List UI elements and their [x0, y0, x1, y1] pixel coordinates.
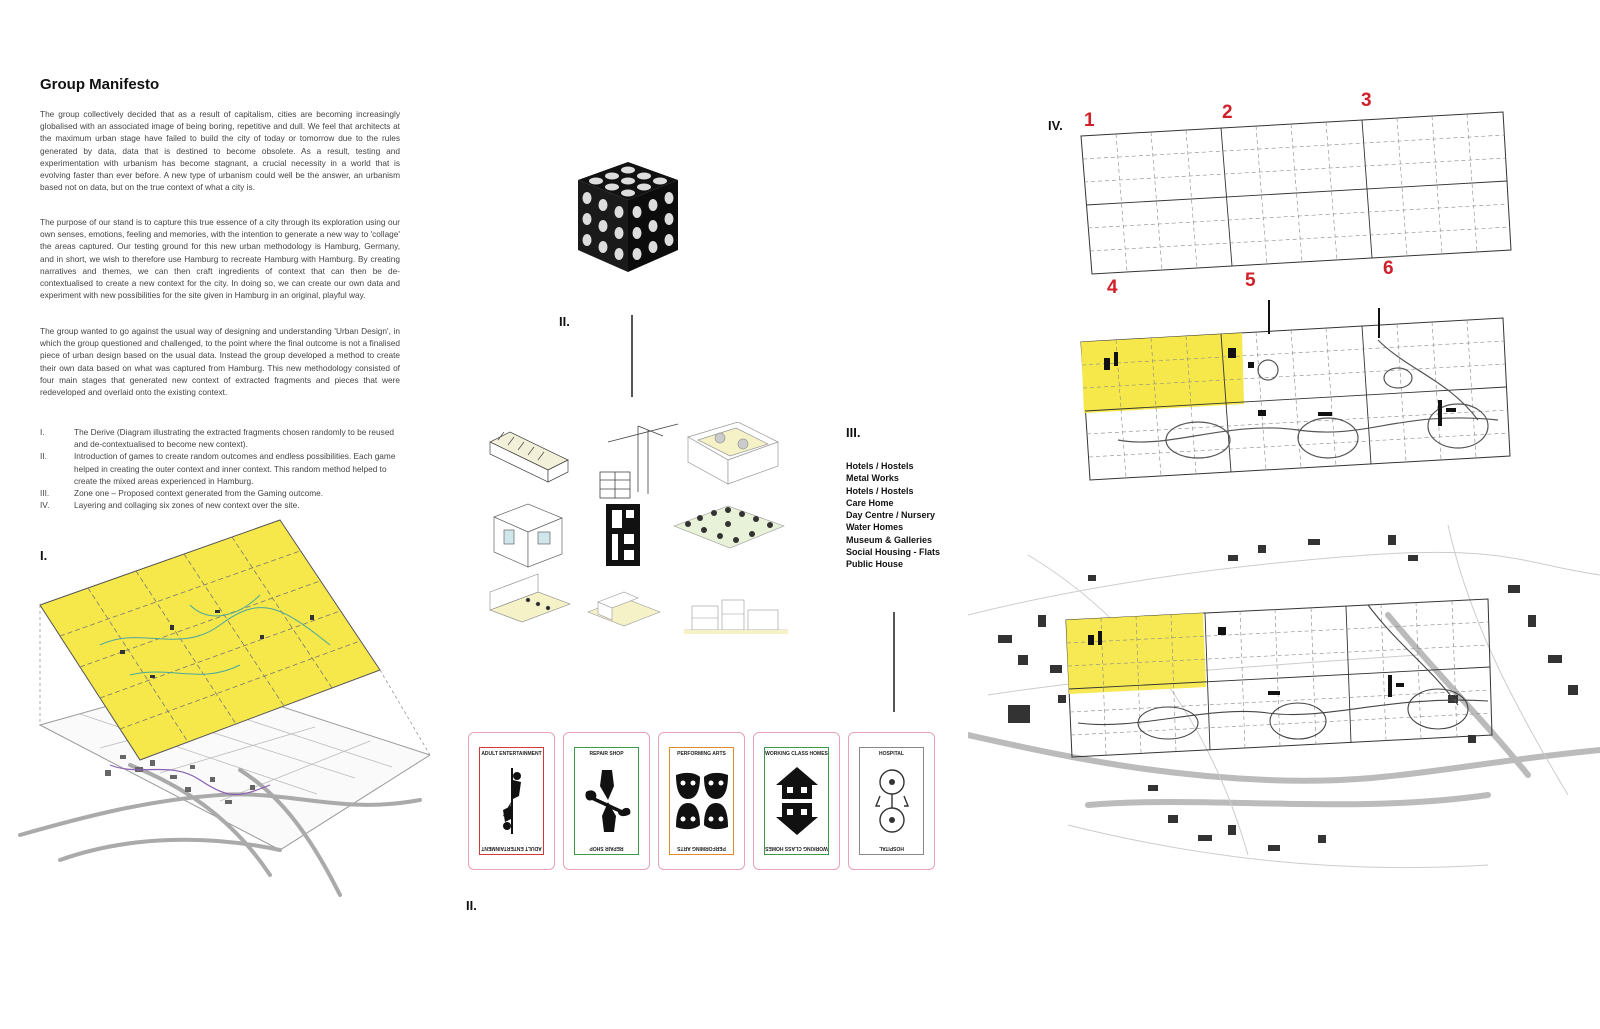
fragment-warehouse [489, 431, 569, 483]
zone-number-2: 2 [1222, 102, 1233, 123]
fragment-block [587, 591, 661, 627]
card-title-flipped: ADULT ENTERTAINMENT [481, 845, 542, 851]
dice-cube-icon [578, 162, 678, 272]
zone-program-item: Water Homes [846, 522, 904, 533]
card-frame: ADULT ENTERTAINMENT ADULT ENTERTAINMENT [479, 747, 544, 855]
zone-number-6: 6 [1383, 258, 1394, 279]
game-card-hospital: HOSPITAL HOSPITAL [848, 732, 935, 870]
game-card-repair-shop: REPAIR SHOP REPAIR SHOP [563, 732, 650, 870]
card-title-flipped: HOSPITAL [879, 845, 904, 851]
manifesto-paragraph-3: The group wanted to go against the usual… [40, 326, 400, 398]
site-zone-grid [1065, 598, 1493, 758]
connector-line-bottom [893, 612, 895, 712]
zone-overlay-icons [1104, 300, 1456, 426]
fragment-elevation [684, 599, 788, 634]
fragment-row-houses [489, 573, 571, 623]
zone-fragments [120, 610, 314, 678]
zone-number-1: 1 [1084, 110, 1095, 131]
card-frame: HOSPITAL HOSPITAL [859, 747, 924, 855]
zone-route-lines [99, 594, 331, 676]
zone-program-item: Care Home [846, 497, 894, 508]
fragment-grid [489, 422, 788, 634]
stage-item: IV.Layering and collaging six zones of n… [40, 500, 300, 511]
wrench-hands-icon [584, 770, 630, 832]
site-zone-one-highlight [1066, 613, 1206, 694]
pole-dancer-icon [502, 768, 521, 834]
stage-item: II.Introduction of games to create rando… [40, 451, 396, 486]
base-map-route [109, 764, 271, 796]
fragment-crane [599, 423, 679, 499]
house-icon [775, 767, 818, 835]
connector-line-top [631, 315, 633, 397]
zone-one-highlight [1081, 333, 1244, 413]
base-map-roads [18, 763, 422, 897]
site-map-overlay [968, 524, 1600, 869]
zone-program-item: Museum & Galleries [846, 534, 933, 545]
card-title-flipped: REPAIR SHOP [589, 845, 624, 851]
zone-program-item: Day Centre / Nursery [846, 510, 936, 521]
section-label-two-top: II. [559, 314, 570, 329]
game-card-working-class-homes: WORKING CLASS HOMES WORKING CLASS HOMES [753, 732, 840, 870]
card-title: PERFORMING ARTS [677, 751, 726, 757]
zone-program-item: Public House [846, 559, 904, 570]
section-label-three: III. [846, 425, 861, 440]
card-title: HOSPITAL [879, 751, 904, 757]
stage-item: I.The Derive (Diagram illustrating the e… [40, 427, 395, 450]
zone-number-3: 3 [1361, 90, 1372, 111]
hospital-icon [874, 769, 909, 833]
zone-number-4: 4 [1107, 277, 1118, 298]
card-frame: WORKING CLASS HOMES WORKING CLASS HOMES [764, 747, 829, 855]
section-label-two-bottom: II. [466, 898, 477, 913]
stage-item: III.Zone one – Proposed context generate… [40, 488, 324, 499]
page-title: Group Manifesto [40, 76, 160, 93]
site-map-water [968, 612, 1600, 808]
card-title-flipped: PERFORMING ARTS [677, 845, 726, 851]
card-title: WORKING CLASS HOMES [765, 751, 828, 757]
cube-top-dots [589, 166, 667, 197]
stage-list: I.The Derive (Diagram illustrating the e… [40, 426, 400, 511]
card-title-flipped: WORKING CLASS HOMES [765, 845, 828, 851]
fragment-park [673, 505, 785, 549]
zone-grid-empty [1080, 111, 1512, 275]
card-title: REPAIR SHOP [589, 751, 624, 757]
card-title: ADULT ENTERTAINMENT [481, 751, 542, 757]
cube-left-dots [582, 192, 624, 260]
zone-program-item: Metal Works [846, 473, 899, 484]
card-frame: REPAIR SHOP REPAIR SHOP [574, 747, 639, 855]
fragment-courtyard [687, 422, 779, 485]
zone-program-item: Hotels / Hostels [846, 461, 914, 471]
game-card-adult-entertainment: ADULT ENTERTAINMENT ADULT ENTERTAINMENT [468, 732, 555, 870]
zone-grid-minor-lines [1082, 113, 1511, 273]
theatre-masks-icon [675, 772, 728, 830]
card-frame: PERFORMING ARTS PERFORMING ARTS [669, 747, 734, 855]
zone-program-item: Hotels / Hostels [846, 485, 914, 496]
zone-program-item: Social Housing - Flats [846, 547, 941, 558]
fragment-house-section [493, 503, 563, 568]
site-zone-routes [1077, 604, 1489, 740]
section-label-four: IV. [1048, 118, 1063, 133]
site-map-buildings [998, 535, 1578, 851]
zone-number-5: 5 [1245, 270, 1256, 291]
zone-grid-with-zone-one [1080, 300, 1511, 481]
fragment-plan-icon [606, 504, 640, 566]
isometric-map-diagram [18, 519, 430, 897]
section-label-one: I. [40, 548, 48, 563]
zone-overlay-routes [1117, 339, 1499, 459]
zone-program-list: Hotels / Hostels Metal Works Hotels / Ho… [846, 460, 940, 571]
manifesto-paragraph-2: The purpose of our stand is to capture t… [40, 217, 400, 301]
game-card-performing-arts: PERFORMING ARTS PERFORMING ARTS [658, 732, 745, 870]
manifesto-paragraph-1: The group collectively decided that as a… [40, 109, 400, 193]
cube-right-dots [632, 192, 674, 260]
